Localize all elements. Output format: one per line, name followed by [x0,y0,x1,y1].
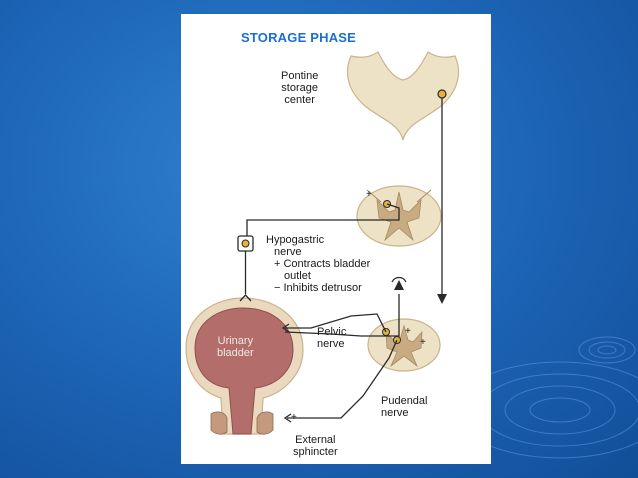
pudendal-nerve-fiber [287,339,398,419]
pontine-storage-center-label: Pontine storage center [281,70,319,106]
thoracic-plus-sign: + [366,189,372,200]
external-sphincter-label: External sphincter [293,434,338,458]
sacral-plus-sign-upper: + [405,326,411,337]
hypogastric-ganglion-neuron [241,239,250,248]
pelvic-end-chevron [281,323,290,333]
pontine-arrowhead [437,294,447,304]
sacral-spinal-cord [367,318,441,372]
diagram-title: STORAGE PHASE [241,30,357,45]
pudendal-end-chevron [283,413,292,423]
pelvic-nerve-label: Pelvic nerve [317,326,347,350]
figure-panel: STORAGE PHASE Pontine storage center Hyp… [181,14,491,464]
hypogastric-end-chevron [239,294,252,302]
hypogastric-preganglionic-fiber [246,203,400,236]
storage-phase-diagram [185,51,460,435]
hypogastric-nerve-label: Hypogastric nerve + Contracts bladder ou… [266,234,371,294]
pelvic-efferent-fiber [285,313,387,333]
external-sphincter [210,411,274,435]
sacral-plus-sign-lower: + [420,337,426,348]
bladder-afferent-fiber [284,294,400,337]
pudendal-nerve-label: Pudendal nerve [381,395,428,419]
afferent-receptor-symbol [391,276,407,283]
pontine-storage-center-shape [346,51,460,141]
sphincter-plus-sign: + [291,412,297,423]
pontine-neuron [437,89,447,99]
urinary-bladder [194,307,294,435]
afferent-arrowhead [394,280,404,290]
urinary-bladder-label: Urinary bladder [217,335,254,359]
